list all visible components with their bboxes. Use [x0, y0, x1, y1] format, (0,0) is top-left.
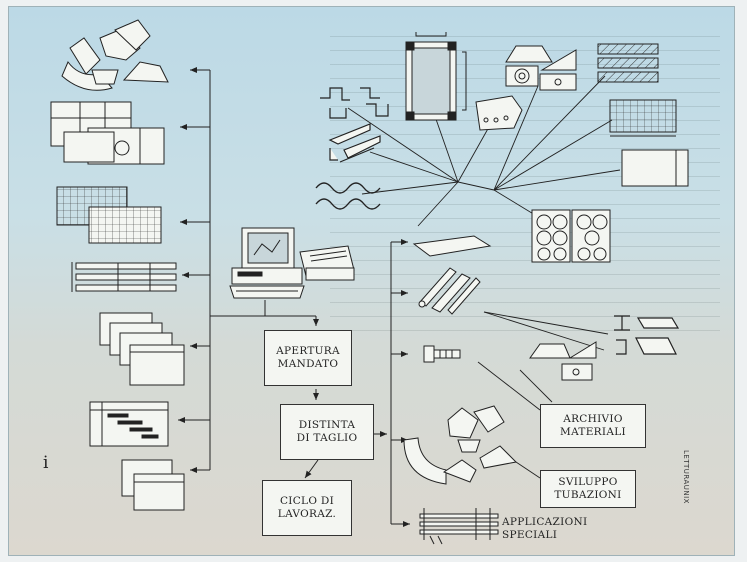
special-apps-icon — [419, 508, 499, 545]
distinta-taglio-box: DISTINTA DI TAGLIO — [280, 404, 374, 460]
frame-elevation-icon — [405, 32, 467, 121]
hatched-sheets-icon — [597, 43, 659, 83]
wave-profile-icon — [315, 182, 381, 210]
archivio-line-1: ARCHIVIO — [563, 413, 623, 425]
sviluppo-tubazioni-box: SVILUPPO TUBAZIONI — [540, 470, 636, 508]
grid-sheet-icon — [56, 186, 162, 244]
ciclo-lavorazione-box: CICLO DI LAVORAZ. — [262, 480, 352, 536]
left-output-bus — [178, 67, 211, 473]
archivio-line-2: MATERIALI — [560, 426, 626, 438]
grid-panel-icon — [609, 99, 677, 137]
ciclo-line-2: LAVORAZ. — [277, 508, 337, 520]
sviluppo-line-1: SVILUPPO — [558, 476, 618, 488]
section-shapes-icon — [614, 315, 680, 355]
report-pages-icon — [121, 459, 185, 511]
apertura-line-2: MANDATO — [277, 358, 339, 370]
archivio-materiali-box: ARCHIVIO MATERIALI — [540, 404, 646, 448]
process-flow-lines — [210, 300, 387, 479]
rods-profiles-icon — [418, 267, 481, 315]
distinta-line-2: DI TAGLIO — [296, 432, 358, 444]
right-output-bus — [390, 239, 410, 527]
circle-pattern-icon — [531, 209, 611, 263]
sviluppo-line-2: TUBAZIONI — [554, 489, 622, 501]
flat-plate-icon — [412, 235, 492, 257]
document-stack-icon — [99, 312, 185, 386]
pipe-elbow-icon — [403, 405, 518, 485]
section-profiles-icon — [320, 87, 389, 119]
computer-workstation-icon — [229, 227, 355, 299]
angle-profiles-icon — [328, 123, 381, 163]
plate-with-holes-icon — [475, 95, 523, 131]
photo-credit: LETTURAUNIX — [682, 450, 690, 504]
gantt-chart-icon — [89, 401, 169, 447]
applicazioni-line-1: APPLICAZIONI — [502, 516, 588, 528]
profile-lines — [483, 311, 609, 351]
ciclo-line-1: CICLO DI — [279, 495, 335, 507]
sheet-panel-icon — [621, 149, 689, 187]
bolt-icon — [423, 345, 461, 363]
corner-mark: i — [43, 453, 49, 473]
archive-links — [477, 361, 553, 411]
cut-pieces-icon — [529, 341, 597, 381]
flat-plate-layout-icon — [50, 101, 165, 165]
pipe-fittings-icon — [61, 19, 169, 91]
machined-parts-icon — [505, 45, 577, 91]
distinta-line-1: DISTINTA — [298, 419, 356, 431]
bars-icon — [71, 262, 177, 292]
applicazioni-speciali-label: APPLICAZIONI SPECIALI — [502, 516, 587, 542]
radiating-lines — [347, 75, 621, 227]
apertura-line-1: APERTURA — [276, 345, 340, 357]
apertura-mandato-box: APERTURA MANDATO — [264, 330, 352, 386]
applicazioni-line-2: SPECIALI — [502, 529, 558, 541]
piping-links — [515, 461, 541, 479]
